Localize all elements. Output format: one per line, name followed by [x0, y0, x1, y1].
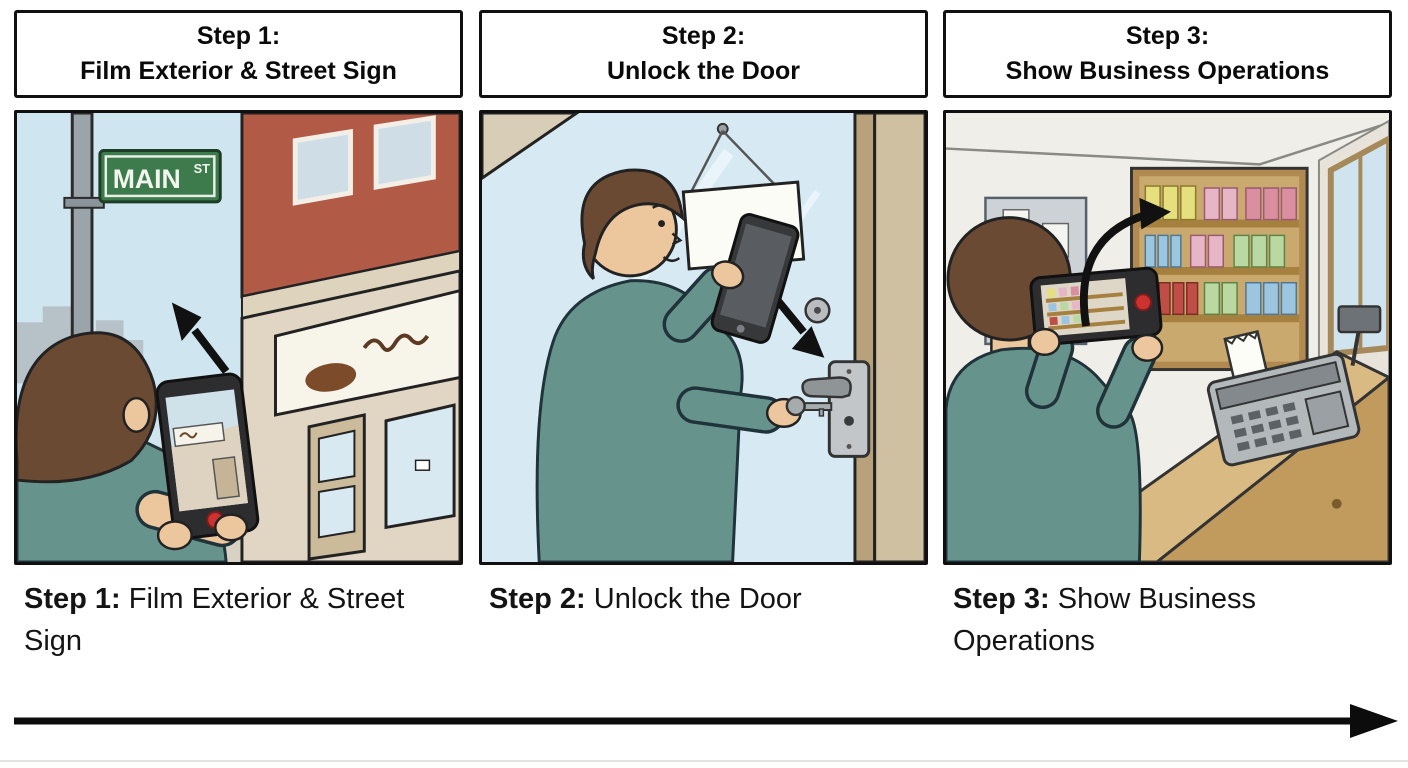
hand	[156, 520, 193, 551]
step-2-caption-text: Unlock the Door	[593, 583, 802, 615]
step-1-title-line-1: Step 1:	[196, 21, 281, 50]
step-2-title-line-1: Step 2:	[661, 21, 746, 50]
hand	[214, 513, 249, 542]
street-sign-main-text: MAIN	[113, 164, 181, 194]
step-1-caption-text: Film Exterior & Street Sign	[24, 583, 405, 658]
products-row-1	[1144, 185, 1297, 221]
step-1-title-box: Step 1: Film Exterior & Street Sign	[14, 10, 463, 98]
cash-register	[1206, 330, 1361, 467]
step-3-title-box: Step 3: Show Business Operations	[943, 10, 1392, 98]
hand	[1028, 327, 1061, 356]
door-key	[785, 395, 833, 417]
bottom-edge-line	[0, 760, 1408, 762]
smile	[662, 256, 681, 263]
storefront-scene: MAIN ST	[17, 113, 460, 562]
raised-arm	[666, 269, 733, 340]
street-sign: MAIN ST	[98, 149, 222, 204]
step-1-caption: Step 1: Film Exterior & Street Sign	[24, 578, 432, 662]
person-side-view	[535, 168, 785, 562]
ear	[122, 396, 151, 433]
shelf-unit	[1130, 166, 1309, 372]
curved-pointer-arrow	[1079, 197, 1171, 327]
phone-screen	[720, 223, 792, 328]
person-back-view	[946, 216, 1158, 562]
step-3-caption-label: Step 3:	[953, 583, 1050, 615]
step-3-caption: Step 3: Show Business Operations	[953, 578, 1361, 662]
door-frame	[853, 113, 925, 562]
step-2-illustration-panel	[479, 110, 928, 565]
step-2-column: Step 2: Unlock the Door	[479, 0, 928, 768]
step-1-title-line-2: Film Exterior & Street Sign	[80, 56, 397, 85]
door-handle	[801, 376, 852, 399]
door-unlock-scene	[482, 113, 925, 562]
step-2-title-line-2: Unlock the Door	[606, 56, 801, 85]
deadbolt	[804, 297, 831, 324]
lock-plate	[801, 360, 871, 458]
extended-arm	[679, 389, 782, 431]
pointer-arrow-down	[772, 296, 825, 358]
hair	[17, 331, 158, 484]
hand	[1131, 333, 1164, 362]
street-sign-st-text: ST	[194, 161, 211, 176]
register-keypad	[1230, 402, 1303, 452]
step-2-title-box: Step 2: Unlock the Door	[479, 10, 928, 98]
step-1-caption-label: Step 1:	[24, 583, 121, 615]
pointer-arrow-up	[171, 302, 230, 374]
step-3-title-line-1: Step 3:	[1125, 21, 1210, 50]
right-arrow-icon	[14, 704, 1398, 738]
products-row-3	[1144, 282, 1297, 316]
step-3-column: Step 3: Show Business Operations	[943, 0, 1392, 768]
ceiling-line	[946, 121, 1389, 166]
step-3-title-line-2: Show Business Operations	[1005, 56, 1330, 85]
smartphone	[155, 372, 260, 540]
step-2-caption: Step 2: Unlock the Door	[489, 578, 897, 620]
storefront	[240, 269, 460, 562]
step-3-illustration-panel	[943, 110, 1392, 565]
arm	[1099, 339, 1154, 426]
register-display	[1215, 360, 1342, 411]
step-2-caption-label: Step 2:	[489, 583, 586, 615]
arm	[1028, 333, 1071, 406]
hand	[711, 260, 745, 290]
pole-display	[1337, 305, 1382, 366]
step-3-caption-text: Show Business Operations	[953, 583, 1257, 658]
keyhole	[844, 415, 854, 426]
brick-building	[240, 113, 460, 320]
hair	[580, 168, 685, 280]
timeline-arrow	[14, 701, 1398, 741]
eye	[658, 220, 666, 227]
shop-interior-scene	[946, 113, 1389, 562]
record-button	[1134, 293, 1153, 312]
step-1-column: Step 1: Film Exterior & Street Sign	[14, 0, 463, 768]
smartphone	[710, 213, 800, 344]
products-row-2	[1144, 234, 1286, 268]
eyebrow	[652, 204, 669, 209]
nose	[671, 232, 683, 246]
wall-corner	[482, 113, 580, 180]
step-1-illustration-panel: MAIN ST	[14, 110, 463, 565]
